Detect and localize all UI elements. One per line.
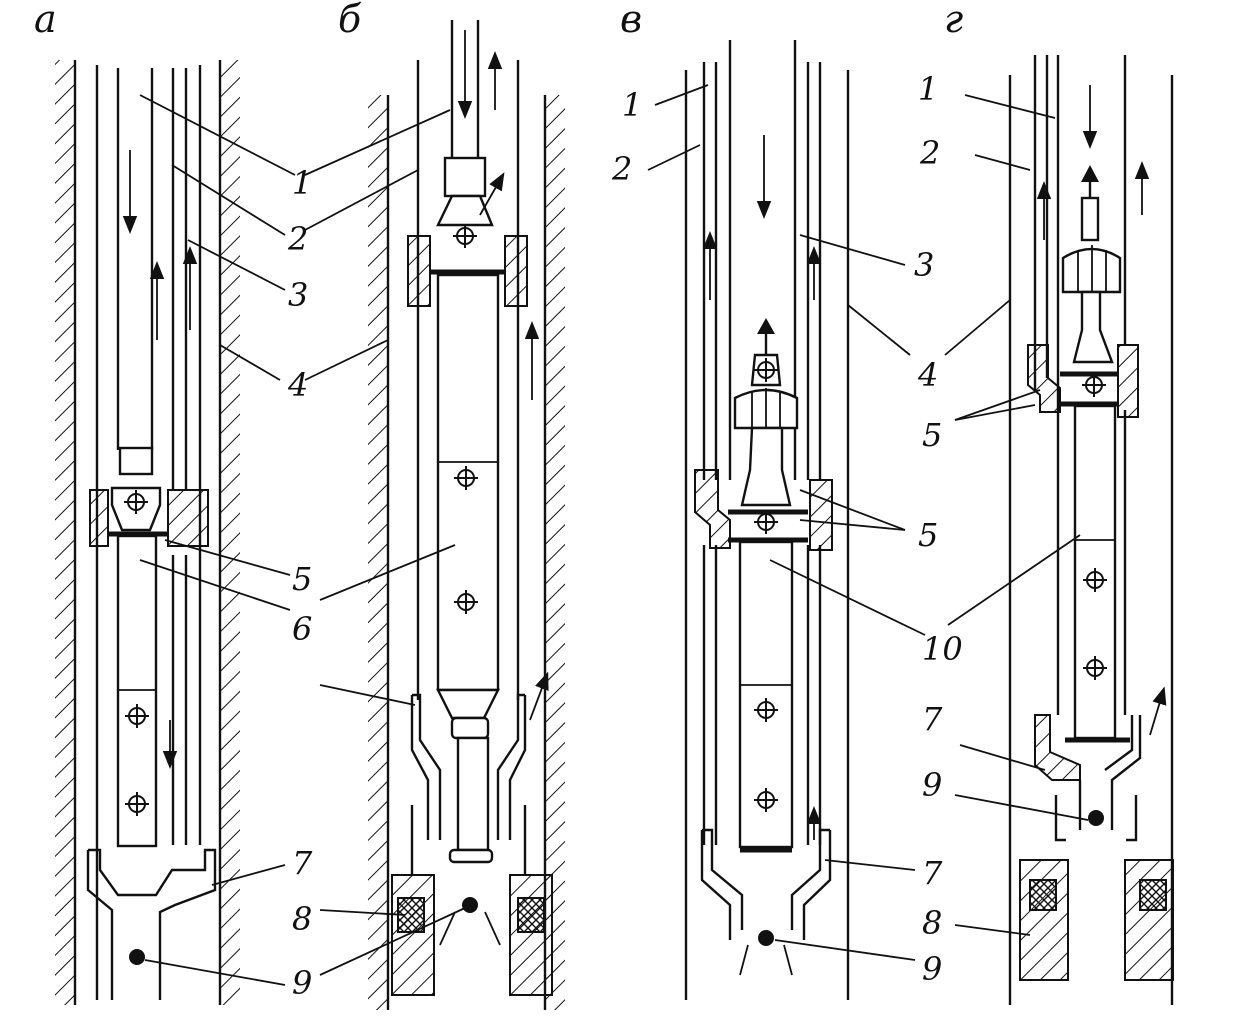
callout-a-8: 8	[292, 900, 312, 938]
callout-v-9: 9	[922, 950, 942, 988]
callout-a-7: 7	[292, 844, 313, 882]
panel-g-diagram	[944, 55, 1174, 1005]
callout-v-7: 7	[922, 854, 943, 892]
panel-label-a: а	[34, 0, 57, 41]
callout-a-4: 4	[287, 366, 308, 404]
callout-g-5: 5	[922, 416, 942, 454]
callout-g-8: 8	[922, 904, 942, 942]
panel-label-g: г	[944, 0, 963, 41]
callout-g-1: 1	[918, 70, 938, 108]
panel-v-diagram	[647, 40, 926, 1000]
callout-v-2: 2	[611, 150, 632, 188]
callout-a-1: 1	[292, 164, 312, 202]
callout-a-9: 9	[292, 964, 312, 1002]
callout-v-10: 10	[922, 630, 963, 668]
callout-a-3: 3	[288, 276, 308, 314]
callout-a-6: 6	[292, 610, 312, 648]
panel-label-b: б	[338, 0, 362, 41]
panel-a-diagram	[55, 60, 296, 1005]
callout-g-7: 7	[922, 700, 943, 738]
callout-a-2: 2	[287, 220, 308, 258]
callout-g-2: 2	[919, 134, 940, 172]
callout-v-1: 1	[622, 86, 642, 124]
callout-v-4: 4	[917, 356, 938, 394]
callout-v-3: 3	[914, 246, 934, 284]
panel-b-diagram	[304, 20, 565, 1010]
panel-label-v: в	[620, 0, 642, 41]
callout-v-5: 5	[918, 516, 938, 554]
callout-a-5: 5	[292, 560, 312, 598]
callout-g-9: 9	[922, 766, 942, 804]
